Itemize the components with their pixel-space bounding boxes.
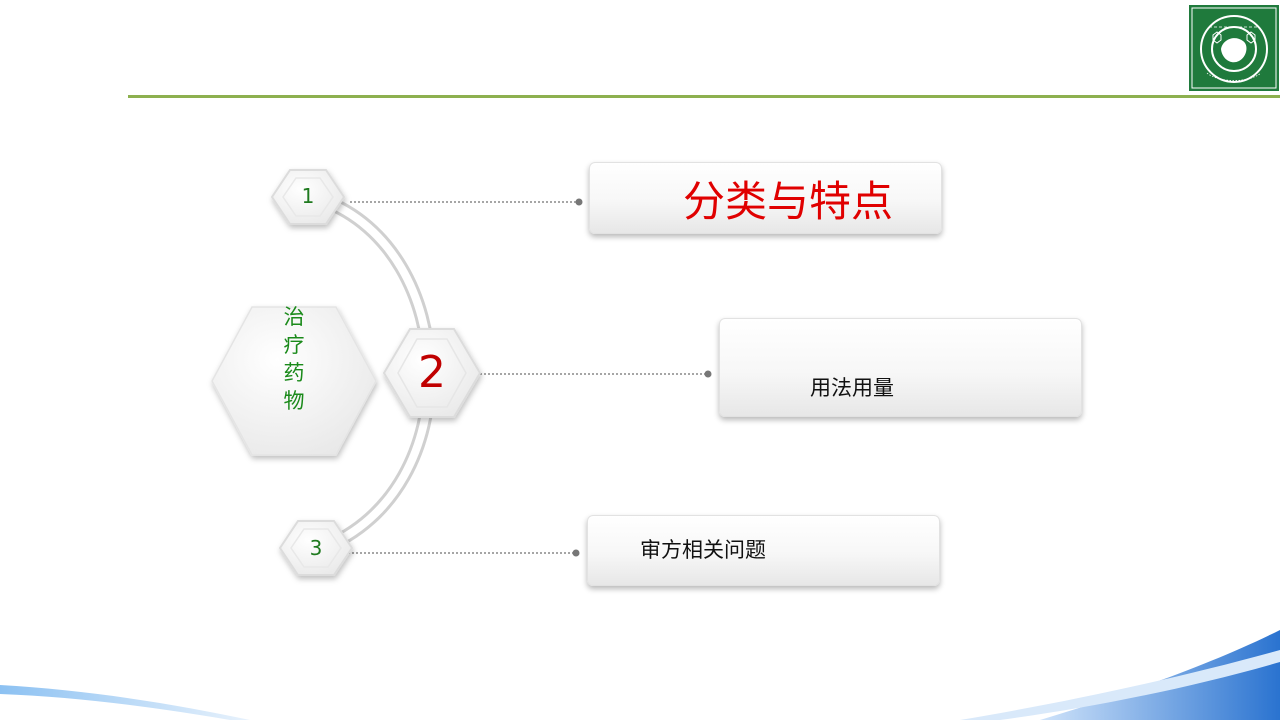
node-card-1 bbox=[589, 162, 942, 234]
connector-dot-end-3 bbox=[572, 549, 580, 557]
node-card-3 bbox=[587, 515, 940, 586]
node-hexagon-2 bbox=[382, 328, 482, 418]
center-label-text: 治 疗 药 物 bbox=[283, 305, 305, 413]
connector-dot-end-1 bbox=[575, 198, 583, 206]
node-hexagon-1-inner bbox=[282, 177, 334, 217]
node-card-2 bbox=[719, 318, 1082, 417]
center-hexagon bbox=[211, 306, 377, 456]
node-number-3: 3 bbox=[309, 536, 323, 560]
node-hexagon-2-inner bbox=[397, 338, 467, 408]
node-hexagon-1 bbox=[270, 169, 346, 225]
node-label-3: 审方相关问题 bbox=[640, 538, 766, 562]
center-label: 治 疗 药 物 bbox=[276, 303, 312, 415]
association-seal-icon bbox=[1189, 5, 1279, 91]
node-hexagon-3 bbox=[278, 520, 354, 576]
bottom-left-wave bbox=[0, 685, 250, 720]
header-divider-line bbox=[128, 95, 1280, 98]
bottom-right-wave bbox=[1040, 630, 1280, 720]
node-label-2: 用法用量 bbox=[810, 376, 894, 400]
node-number-2: 2 bbox=[418, 347, 446, 398]
connector-dot-end-2 bbox=[704, 370, 712, 378]
node-hexagon-3-inner bbox=[290, 528, 342, 568]
node-label-1: 分类与特点 bbox=[683, 177, 894, 226]
node-number-1: 1 bbox=[301, 184, 315, 208]
